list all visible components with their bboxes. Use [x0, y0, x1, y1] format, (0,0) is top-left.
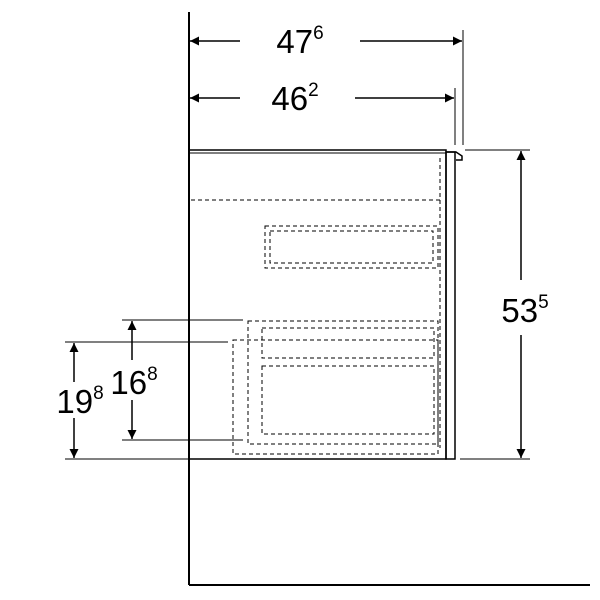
label-overall-width: 476 [276, 23, 323, 60]
front-panel [445, 151, 456, 460]
label-height: 535 [501, 292, 548, 329]
hidden-drawer-handle-top [264, 225, 439, 269]
dimension-lines [69, 36, 526, 458]
label-inner-lower-height: 168 [110, 364, 157, 401]
hidden-upper-drawer-inner [261, 327, 435, 359]
hidden-lines [191, 158, 441, 455]
hidden-upper-drawer [247, 320, 439, 445]
label-body-width: 462 [271, 80, 318, 117]
extension-lines [65, 30, 530, 460]
hidden-lower-drawer-inner [261, 365, 435, 435]
hidden-lower-drawer [232, 339, 439, 455]
cabinet-outline [188, 149, 447, 460]
cabinet-body [188, 149, 463, 460]
hidden-drawer-handle-top-inner [269, 230, 434, 264]
front-handle-lip [446, 151, 463, 161]
label-outer-lower-height: 198 [56, 383, 103, 420]
